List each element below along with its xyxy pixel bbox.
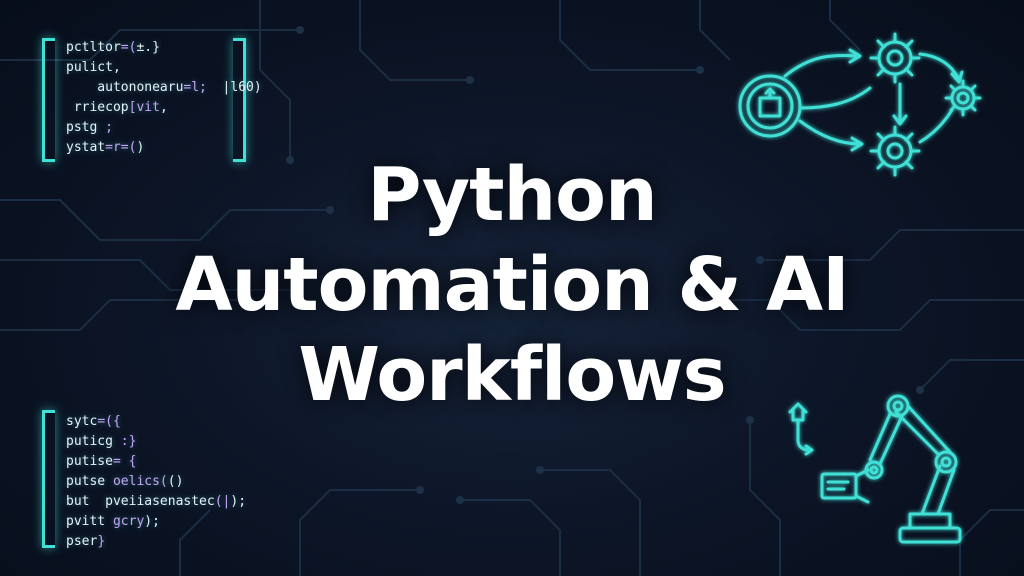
- code-line: but pveiiasenastec(|);: [66, 494, 247, 509]
- code-line: sytc=({: [66, 414, 121, 429]
- code-line: pser}: [66, 534, 106, 549]
- title-line-3: Workflows: [298, 332, 726, 418]
- code-line: pvitt gcry);: [66, 514, 160, 529]
- title-line-2: Automation & AI: [175, 242, 849, 328]
- code-line: pstg ;: [66, 120, 113, 135]
- code-line: putise= {: [66, 454, 137, 469]
- robot-arm-icon: [788, 394, 962, 544]
- code-bracket-left-bottom: [42, 410, 55, 548]
- code-line: autononearu=l; |l60): [66, 80, 262, 95]
- code-line: pulict,: [66, 60, 121, 75]
- page-title: Python Automation & AI Workflows: [0, 150, 1024, 420]
- code-line: puticg :}: [66, 434, 137, 449]
- workflow-gears-icon: [738, 32, 982, 177]
- code-bracket-right-top: [233, 38, 246, 162]
- code-bracket-left-top: [42, 38, 55, 162]
- code-snippet-bottom: sytc=({ puticg :} putise= { putse oelics…: [66, 412, 326, 552]
- code-line: ystat=r=(): [66, 140, 145, 155]
- title-line-1: Python: [367, 152, 657, 238]
- code-line: rriecop[vit,: [66, 100, 168, 115]
- code-snippet-top: pctltor=(±.} pulict, autononearu=l; |l60…: [66, 38, 316, 158]
- code-line: putse oelics((): [66, 474, 184, 489]
- code-line: pctltor=(±.}: [66, 40, 160, 55]
